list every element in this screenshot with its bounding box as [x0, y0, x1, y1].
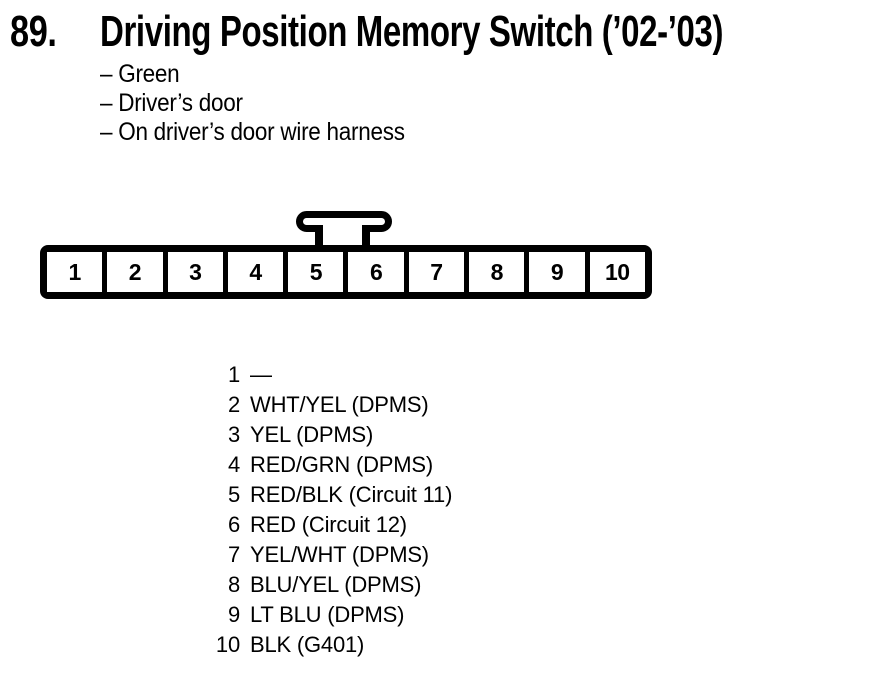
connector-cavity-3: 3 [167, 252, 223, 292]
note-harness: – On driver’s door wire harness [100, 118, 405, 146]
pin-number: 1 [227, 362, 240, 387]
note-list: – Green – Driver’s door – On driver’s do… [100, 60, 405, 147]
pinout-row: 7 YEL/WHT (DPMS) [170, 540, 452, 570]
connector-cavity-10: 10 [589, 252, 645, 292]
page-title: Driving Position Memory Switch (’02-’03) [100, 7, 724, 56]
connector-cavity-4: 4 [227, 252, 284, 292]
connector-cavity-5: 5 [288, 252, 344, 292]
pinout-row: 2 WHT/YEL (DPMS) [170, 390, 452, 420]
pin-number: 6 [227, 512, 240, 537]
pin-wire: YEL/WHT (DPMS) [250, 542, 429, 567]
pin-number: 3 [227, 422, 240, 447]
pin-wire: YEL (DPMS) [250, 422, 374, 447]
pin-number: 8 [227, 572, 240, 597]
pin-wire: BLU/YEL (DPMS) [250, 572, 422, 597]
connector-cavity-6: 6 [348, 252, 404, 292]
pin-wire: RED/GRN (DPMS) [250, 452, 433, 477]
connector-cavity-1: 1 [47, 252, 103, 292]
pin-number: 9 [227, 602, 240, 627]
pinout-row: 1 — [170, 360, 452, 390]
pinout-row: 5 RED/BLK (Circuit 11) [170, 480, 452, 510]
connector-cavity-2: 2 [107, 252, 163, 292]
pinout-row: 9 LT BLU (DPMS) [170, 600, 452, 630]
pin-number: 7 [227, 542, 240, 567]
pin-wire: BLK (G401) [250, 632, 365, 657]
pinout-list: 1 — 2 WHT/YEL (DPMS) 3 YEL (DPMS) 4 RED/… [170, 360, 452, 660]
pin-wire: WHT/YEL (DPMS) [250, 392, 429, 417]
note-location: – Driver’s door [100, 89, 243, 117]
note-connector-color: – Green [100, 60, 180, 88]
connector-cavity-9: 9 [529, 252, 585, 292]
pinout-row: 10 BLK (G401) [170, 630, 452, 660]
connector-latch-icon [296, 211, 392, 251]
pinout-row: 3 YEL (DPMS) [170, 420, 452, 450]
connector-cavity-8: 8 [469, 252, 525, 292]
pinout-row: 8 BLU/YEL (DPMS) [170, 570, 452, 600]
pin-number: 10 [215, 632, 240, 657]
connector-diagram: 1 2 3 4 5 6 7 8 9 10 [40, 245, 652, 299]
pin-number: 2 [227, 392, 240, 417]
pinout-row: 4 RED/GRN (DPMS) [170, 450, 452, 480]
pinout-row: 6 RED (Circuit 12) [170, 510, 452, 540]
pin-wire: RED/BLK (Circuit 11) [250, 482, 453, 507]
pin-wire: RED (Circuit 12) [250, 512, 407, 537]
pin-wire: — [250, 362, 272, 387]
pin-number: 5 [227, 482, 240, 507]
pin-number: 4 [227, 452, 240, 477]
connector-cavity-7: 7 [408, 252, 465, 292]
pin-wire: LT BLU (DPMS) [250, 602, 405, 627]
section-number: 89. [10, 7, 57, 56]
